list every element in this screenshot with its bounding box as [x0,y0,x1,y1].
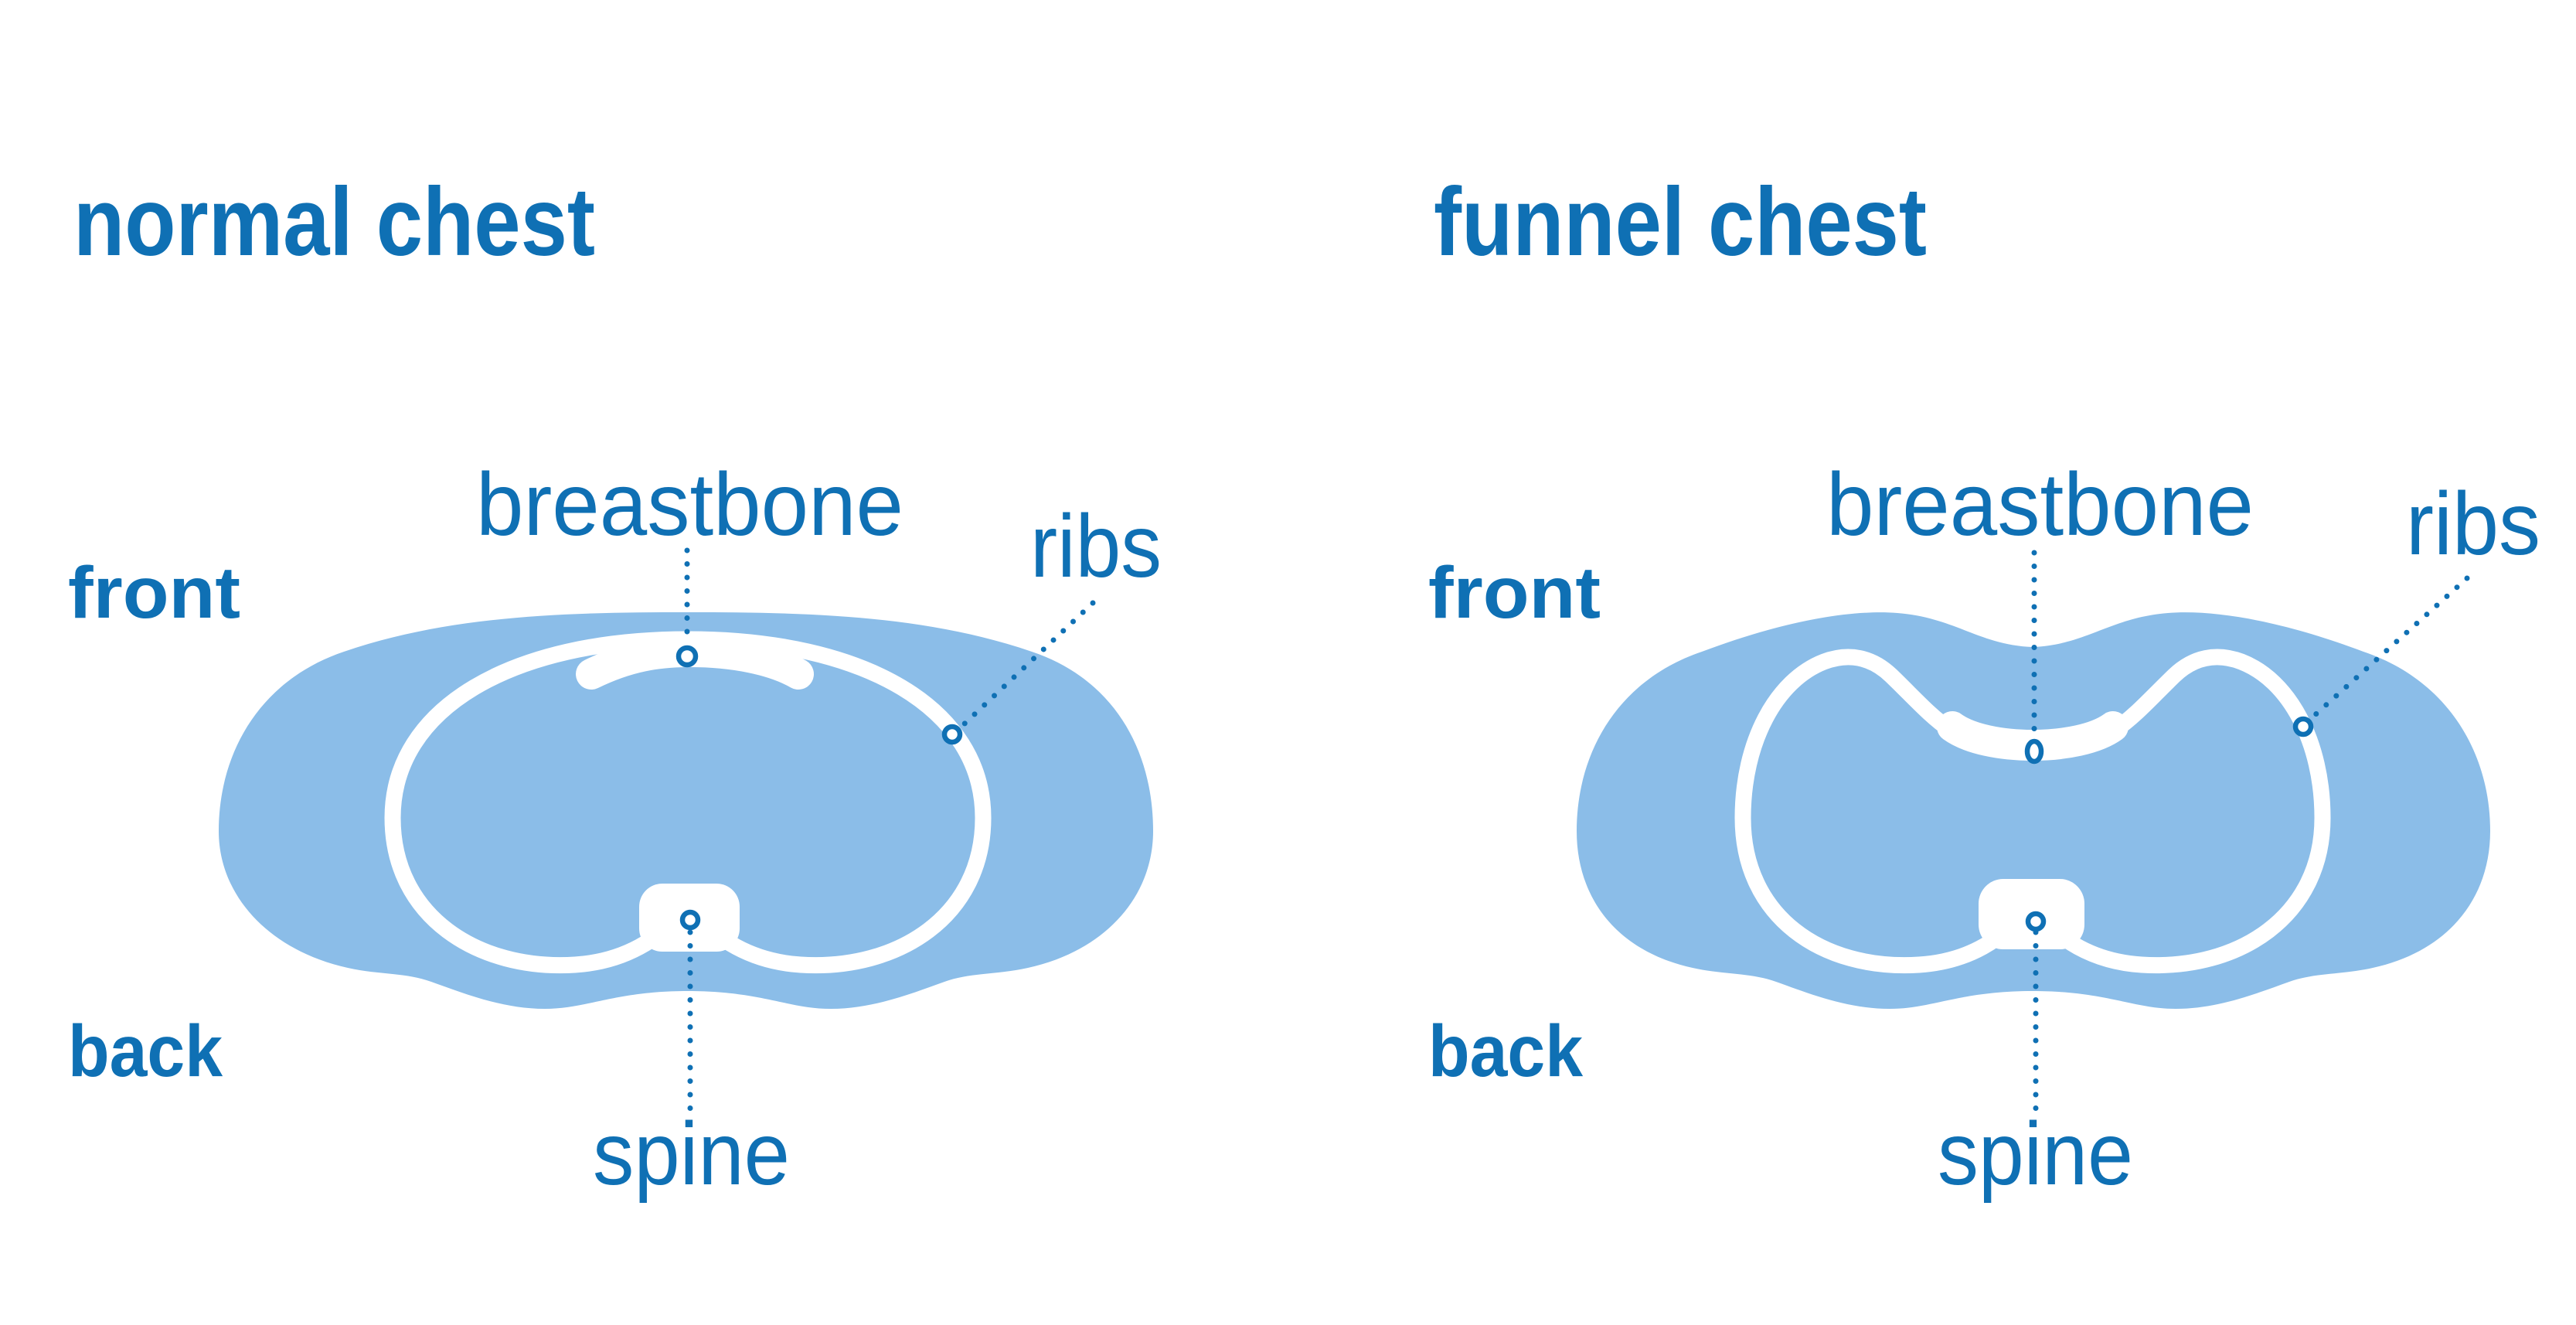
normal-back-label: back [68,1010,223,1092]
normal-ribs-label: ribs [1030,497,1162,596]
normal-chest-title: normal chest [73,169,595,276]
panel-normal-chest: normal chest breastbone ribs front back … [68,169,1162,1204]
funnel-chest-title: funnel chest [1434,169,1927,276]
normal-breastbone-marker-icon [675,645,699,668]
funnel-spine-label: spine [1938,1105,2133,1204]
normal-spine-label: spine [593,1105,790,1204]
panel-funnel-chest: funnel chest breastbone ribs front back … [1428,169,2540,1204]
funnel-back-label: back [1428,1010,1583,1092]
normal-ribs-marker-icon [941,724,963,745]
normal-ribs-leader-line [960,600,1096,728]
funnel-breastbone-marker-icon [2024,738,2044,765]
funnel-spine-marker-icon [2025,911,2047,932]
funnel-front-label: front [1428,552,1601,634]
normal-front-label: front [68,552,240,634]
normal-spine-marker-icon [679,909,701,931]
funnel-ribs-marker-icon [2292,716,2314,737]
funnel-rib-ring [1734,649,2331,974]
normal-breastbone-label: breastbone [476,455,903,554]
funnel-ribs-label: ribs [2406,475,2540,574]
funnel-breastbone-label: breastbone [1826,455,2254,554]
funnel-torso-body [1577,612,2490,1009]
